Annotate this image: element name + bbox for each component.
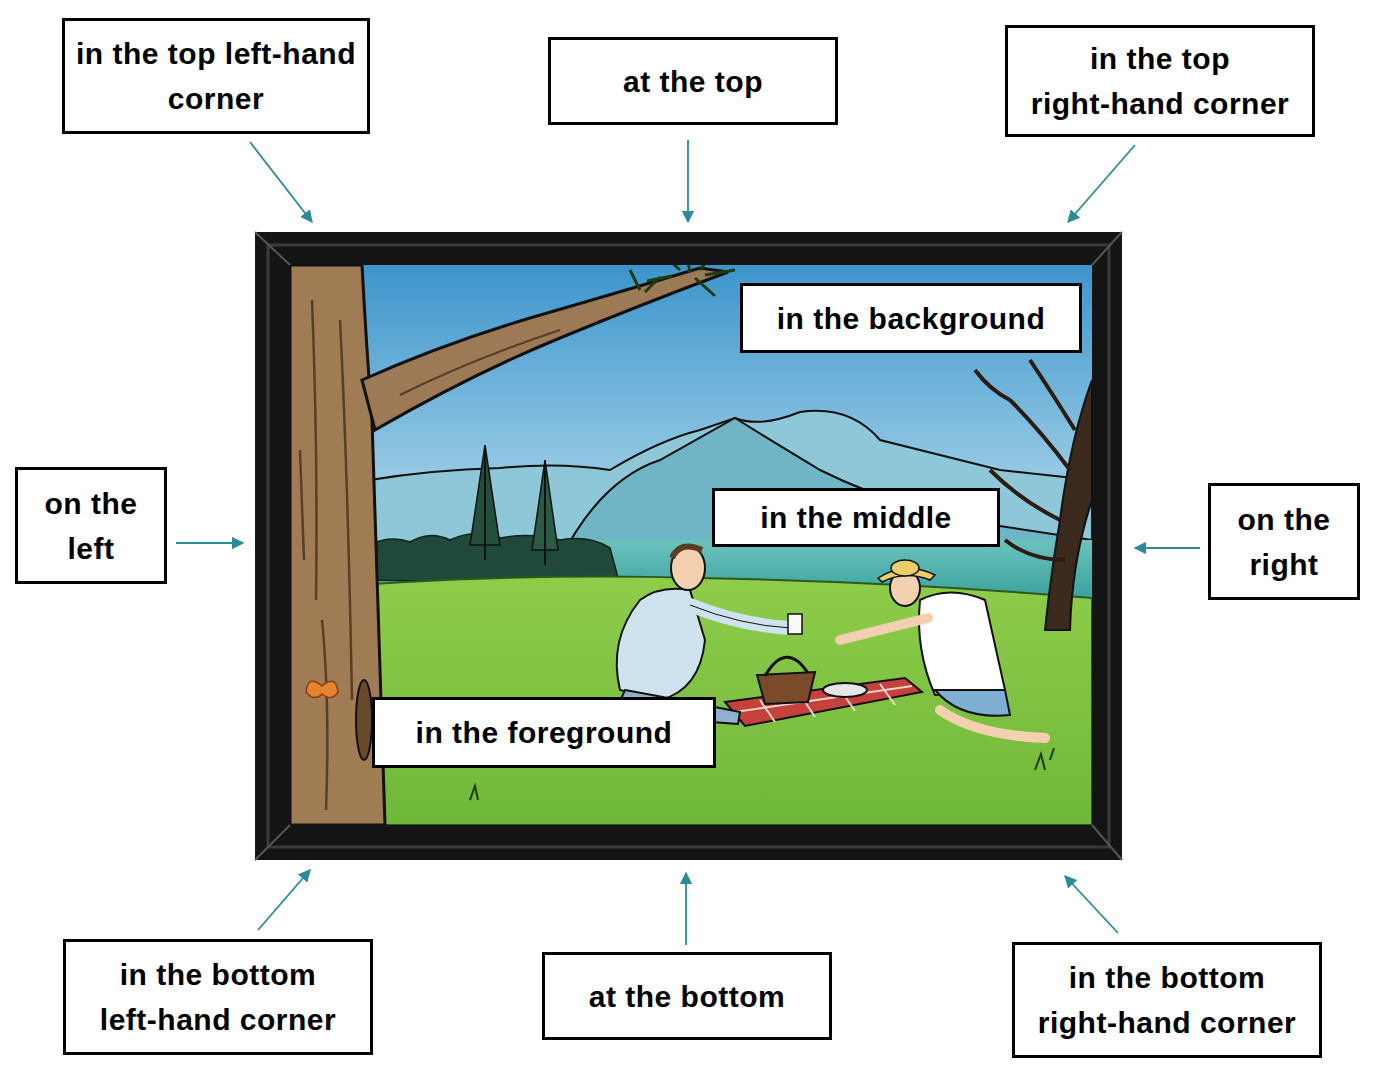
- position-phrase: on the left: [28, 481, 154, 571]
- phrase-word: the: [91, 487, 138, 520]
- position-phrase: in the foreground: [416, 710, 673, 755]
- phrase-word: foreground: [507, 716, 672, 749]
- label-box: at the top: [548, 37, 838, 125]
- phrase-word: the: [813, 302, 860, 335]
- phrase-word: in: [760, 501, 788, 534]
- phrase-word: left-hand: [100, 1003, 231, 1036]
- position-phrase: at the bottom: [589, 974, 786, 1019]
- phrase-word: the: [660, 65, 707, 98]
- label-box: in the top left-hand corner: [62, 18, 370, 134]
- phrase-word: the: [113, 37, 160, 70]
- phrase-word: at: [623, 65, 651, 98]
- phrase-word: corner: [1193, 87, 1289, 120]
- phrase-word: left-hand: [225, 37, 356, 70]
- phrase-word: right: [1249, 548, 1318, 581]
- phrase-word: top: [715, 65, 763, 98]
- phrase-word: the: [1127, 42, 1174, 75]
- phrase-word: in: [1069, 961, 1097, 994]
- label-box: in the top right-hand corner: [1005, 25, 1315, 137]
- phrase-word: bottom: [681, 980, 786, 1013]
- phrase-word: in: [1090, 42, 1118, 75]
- position-phrase: on the right: [1221, 497, 1347, 587]
- position-phrase: in the middle: [760, 495, 952, 540]
- phrase-word: the: [797, 501, 844, 534]
- phrase-word: the: [625, 980, 672, 1013]
- label-box: in the bottom left-hand corner: [63, 939, 373, 1055]
- label-box: in the middle: [712, 488, 1000, 547]
- position-phrase: in the bottom left-hand corner: [76, 952, 360, 1042]
- phrase-word: in: [76, 37, 104, 70]
- label-box: in the bottom right-hand corner: [1012, 942, 1322, 1058]
- label-box: on the left: [15, 467, 167, 584]
- phrase-word: the: [1105, 961, 1152, 994]
- phrase-word: middle: [852, 501, 952, 534]
- phrase-word: right-hand: [1038, 1006, 1191, 1039]
- label-box: in the background: [740, 283, 1082, 353]
- phrase-word: in: [777, 302, 805, 335]
- phrase-word: corner: [1200, 1006, 1296, 1039]
- position-phrase: in the top right-hand corner: [1018, 36, 1302, 126]
- phrase-word: background: [869, 302, 1046, 335]
- phrase-word: left: [68, 532, 115, 565]
- phrase-word: top: [168, 37, 216, 70]
- phrase-word: right-hand: [1031, 87, 1184, 120]
- phrase-word: corner: [240, 1003, 336, 1036]
- phrase-word: on: [1238, 503, 1276, 536]
- position-phrase: in the background: [777, 296, 1046, 341]
- phrase-word: in: [120, 958, 148, 991]
- phrase-word: in: [416, 716, 444, 749]
- position-phrase: in the top left-hand corner: [75, 31, 357, 121]
- phrase-word: bottom: [1161, 961, 1266, 994]
- phrase-word: bottom: [212, 958, 317, 991]
- position-phrase: at the top: [623, 59, 763, 104]
- label-box: in the foreground: [372, 697, 716, 768]
- label-box: at the bottom: [542, 952, 832, 1040]
- phrase-word: at: [589, 980, 617, 1013]
- phrase-word: corner: [168, 82, 264, 115]
- phrase-word: the: [156, 958, 203, 991]
- phrase-word: the: [1284, 503, 1331, 536]
- phrase-word: on: [45, 487, 83, 520]
- phrase-word: top: [1182, 42, 1230, 75]
- phrase-word: the: [452, 716, 499, 749]
- position-phrase: in the bottom right-hand corner: [1025, 955, 1309, 1045]
- label-box: on the right: [1208, 483, 1360, 600]
